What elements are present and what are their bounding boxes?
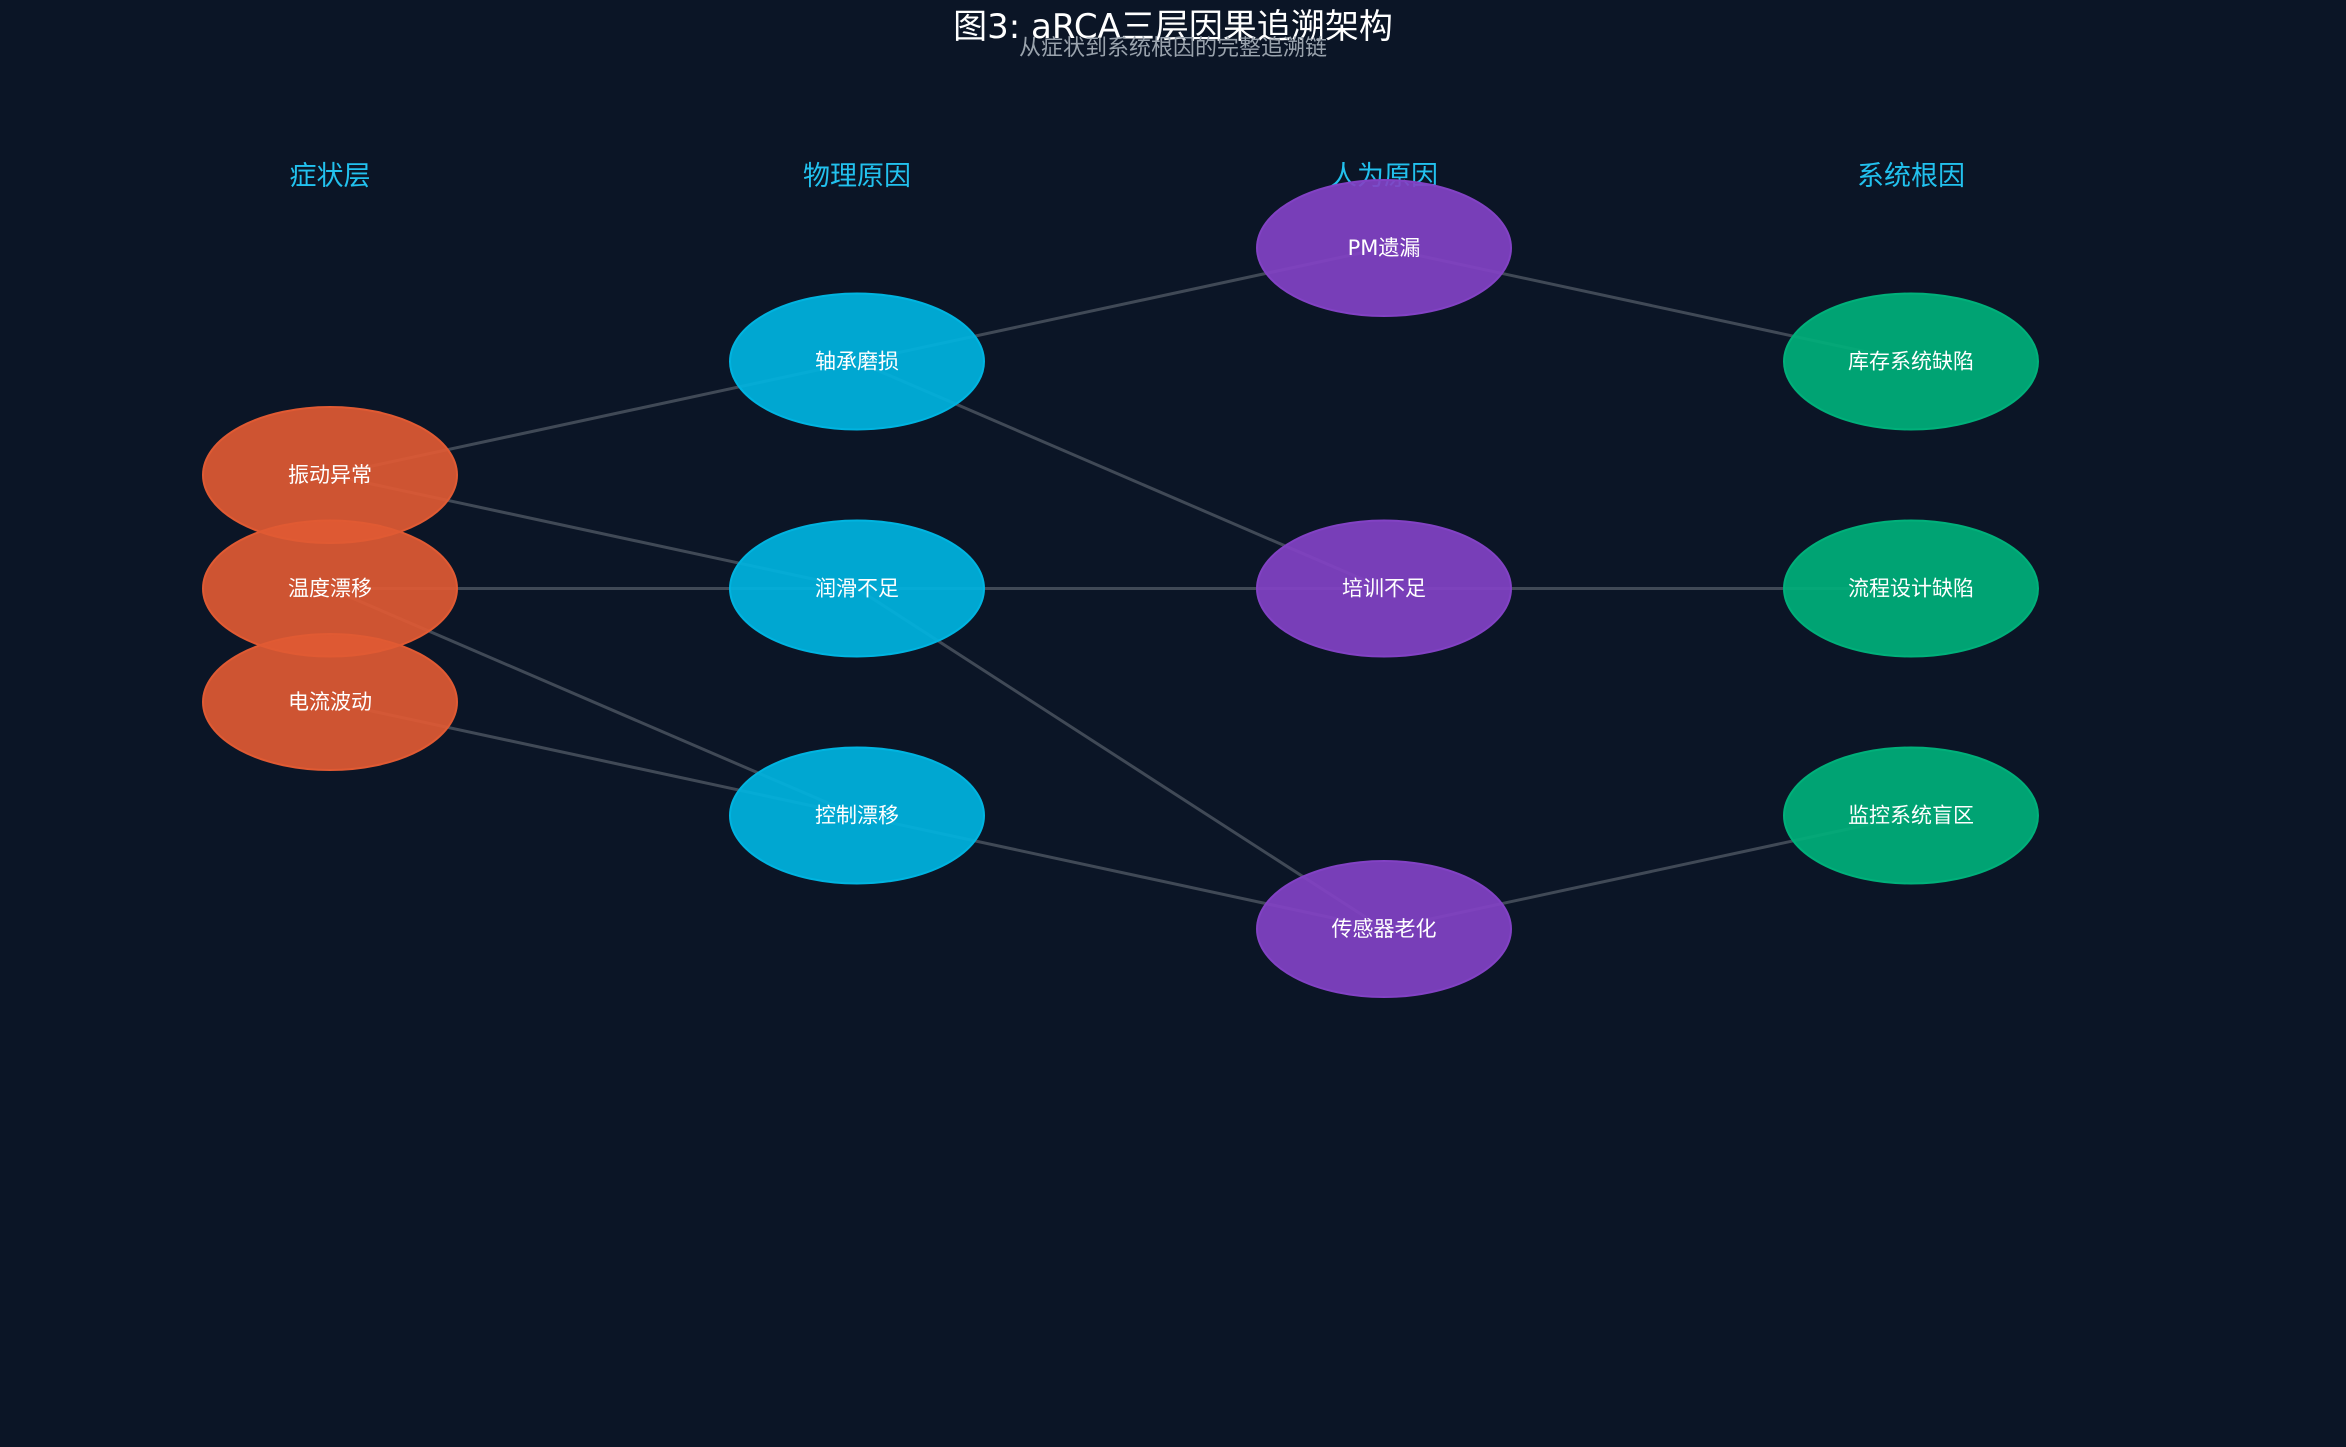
node-label-p3: 控制漂移 — [815, 804, 899, 828]
node-label-s2: 温度漂移 — [288, 577, 372, 601]
diagram-title: 图3: aRCA三层因果追溯架构 — [953, 7, 1393, 47]
edge-p2-h3 — [856, 587, 1385, 931]
node-label-r3: 监控系统盲区 — [1848, 804, 1974, 828]
node-label-p1: 轴承磨损 — [815, 350, 899, 374]
node-r2: 流程设计缺陷 — [1783, 519, 2039, 658]
layer-label-system: 系统根因 — [1857, 161, 1965, 192]
node-label-p2: 润滑不足 — [815, 577, 899, 601]
node-r1: 库存系统缺陷 — [1783, 292, 2039, 431]
node-ellipse-r3 — [1783, 746, 2039, 885]
node-label-h3: 传感器老化 — [1332, 917, 1437, 941]
node-ellipse-r1 — [1783, 292, 2039, 431]
edge-group — [329, 246, 1912, 931]
node-label-r1: 库存系统缺陷 — [1848, 350, 1974, 374]
node-s2: 温度漂移 — [202, 519, 458, 658]
node-ellipse-r2 — [1783, 519, 2039, 658]
node-label-s3: 电流波动 — [288, 690, 372, 714]
node-label-s1: 振动异常 — [288, 463, 372, 487]
node-r3: 监控系统盲区 — [1783, 746, 2039, 885]
node-h3: 传感器老化 — [1256, 860, 1512, 998]
node-p1: 轴承磨损 — [729, 292, 985, 431]
node-ellipse-p3 — [729, 746, 985, 885]
node-ellipse-s3 — [202, 633, 458, 771]
layer-labels: 症状层物理原因人为原因系统根因 — [290, 161, 1966, 192]
node-label-r2: 流程设计缺陷 — [1848, 577, 1974, 601]
node-ellipse-p2 — [729, 519, 985, 658]
diagram-subtitle: 从症状到系统根因的完整追溯链 — [1019, 36, 1327, 61]
node-s3: 电流波动 — [202, 633, 458, 771]
node-ellipse-p1 — [729, 292, 985, 431]
node-ellipse-h3 — [1256, 860, 1512, 998]
node-p2: 润滑不足 — [729, 519, 985, 658]
layer-label-symptom: 症状层 — [290, 161, 371, 192]
node-ellipse-h1 — [1256, 179, 1512, 317]
node-p3: 控制漂移 — [729, 746, 985, 885]
node-label-h2: 培训不足 — [1342, 577, 1426, 601]
node-h1: PM遗漏 — [1256, 179, 1512, 317]
node-h2: 培训不足 — [1256, 519, 1512, 658]
node-label-h1: PM遗漏 — [1348, 236, 1421, 260]
layer-label-physical: 物理原因 — [803, 161, 911, 192]
node-ellipse-h2 — [1256, 519, 1512, 658]
